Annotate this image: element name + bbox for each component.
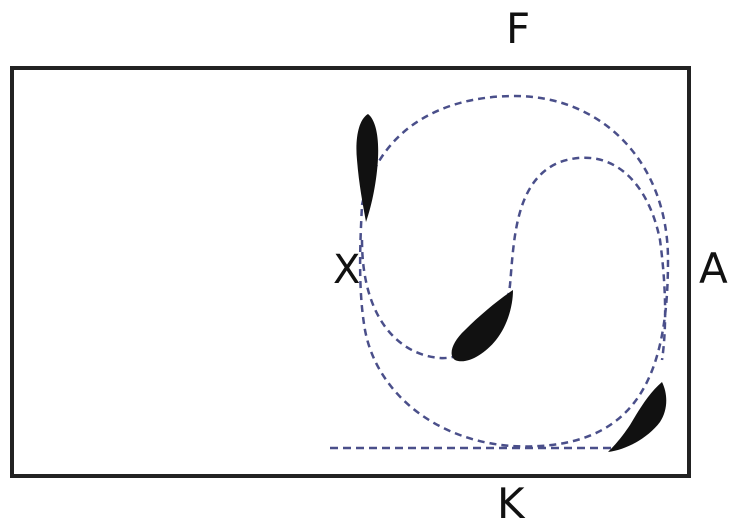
inner-trajectory — [360, 156, 667, 361]
marker-top-shape — [356, 114, 379, 222]
label-x: X — [333, 247, 361, 293]
label-a: A — [699, 244, 728, 293]
label-k: K — [497, 479, 525, 528]
label-f: F — [506, 4, 531, 53]
outer-trajectory — [358, 94, 670, 448]
marker-middle-shape — [451, 290, 513, 362]
marker-bottom-shape — [608, 382, 667, 452]
field-boundary — [10, 66, 691, 478]
